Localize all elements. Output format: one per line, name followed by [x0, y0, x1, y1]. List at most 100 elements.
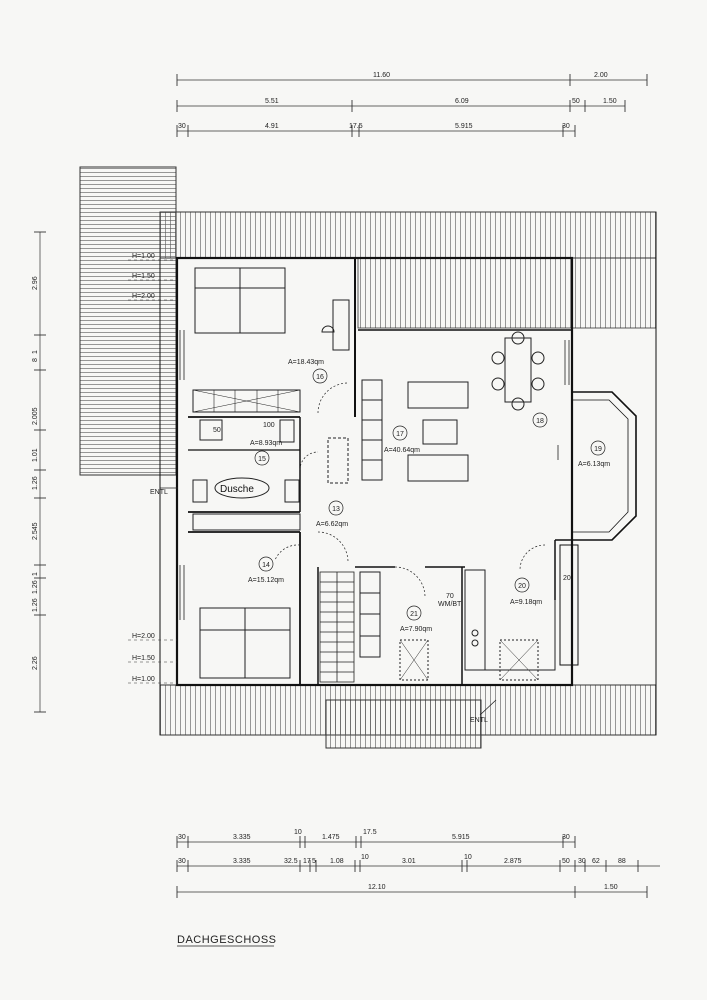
- room-17-number: 17: [396, 431, 404, 438]
- dim-bot-2i: 10: [464, 854, 472, 861]
- height-mark-6: H=1.00: [132, 676, 155, 683]
- room-21: 21 A=7.90qm: [400, 605, 432, 633]
- dusche-label: Dusche: [220, 484, 254, 495]
- tub-label: 100: [263, 422, 275, 429]
- entl-arrows: [160, 445, 559, 716]
- room-13-number: 13: [332, 506, 340, 513]
- room-15: A=8.93qm 15: [250, 440, 282, 466]
- entl-left-label: ENTL: [150, 489, 168, 496]
- fridge-sub-label: WM/BT: [438, 601, 462, 608]
- room-20: 20 A=9.18qm: [510, 577, 542, 606]
- dim-bot-2g: 10: [361, 854, 369, 861]
- room-19: 19 A=6.13qm: [578, 440, 610, 468]
- walls: [159, 212, 657, 735]
- room-16-area: A=18.43qm: [288, 359, 324, 366]
- room-14-area: A=15.12qm: [248, 577, 284, 584]
- dim-left-1: 2.96: [32, 276, 39, 290]
- dim-bot-2n: 88: [618, 858, 626, 865]
- dim-left-4: 2.005: [32, 407, 39, 425]
- bathroom-15-fixtures: [192, 419, 301, 531]
- bedroom-14-furniture: [199, 607, 291, 679]
- living-17-furniture: [327, 331, 545, 484]
- dim-bot-2b: 3.335: [233, 858, 251, 865]
- dim-left-3: 8: [32, 358, 39, 362]
- height-lines: [128, 259, 177, 684]
- room-17: 17 A=40.64qm: [384, 425, 420, 454]
- doors: [274, 382, 546, 598]
- room-15-number: 15: [258, 456, 266, 463]
- dim-bot-1g: 30: [562, 834, 570, 841]
- wash-label: 50: [213, 427, 221, 434]
- dim-bot-1c: 10: [294, 829, 302, 836]
- dim-bot-2e: 5: [312, 858, 316, 865]
- dim-bot-2m: 62: [592, 858, 600, 865]
- room-16-number: 16: [316, 374, 324, 381]
- room-17-area: A=40.64qm: [384, 447, 420, 454]
- top-dimensions: [176, 74, 648, 137]
- room-21-fixtures: [359, 571, 429, 681]
- dim-bot-3b: 1.50: [604, 884, 618, 891]
- room-21-area: A=7.90qm: [400, 626, 432, 633]
- room-21-number: 21: [410, 611, 418, 618]
- room-13-area: A=6.62qm: [316, 521, 348, 528]
- dim-left-10: 1.26: [32, 598, 39, 612]
- height-mark-3: H=2.00: [132, 293, 155, 300]
- top-roof-strip: [159, 211, 657, 259]
- height-mark-4: H=2.00: [132, 633, 155, 640]
- dim-bot-1a: 30: [178, 834, 186, 841]
- room-19-area: A=6.13qm: [578, 461, 610, 468]
- dim-top-2d: 1.50: [603, 98, 617, 105]
- drawing-title: DACHGESCHOSS: [177, 934, 277, 946]
- dim-top-3d: 5.915: [455, 123, 473, 130]
- dim-left-2: 1: [32, 350, 39, 354]
- room-14: 14 A=15.12qm: [248, 556, 284, 584]
- dim-top-3b: 4.91: [265, 123, 279, 130]
- room-15-area: A=8.93qm: [250, 440, 282, 447]
- bottom-dimensions: [176, 836, 660, 898]
- room-18: 18: [532, 412, 548, 428]
- room-13: 13 A=6.62qm: [316, 500, 348, 528]
- dim-bot-2l: 30: [578, 858, 586, 865]
- room-19-number: 19: [594, 446, 602, 453]
- dim-bot-2f: 1.08: [330, 858, 344, 865]
- dim-bot-1e: 17.5: [363, 829, 377, 836]
- dim-bot-1f: 5.915: [452, 834, 470, 841]
- bedroom-16-furniture: [192, 267, 350, 413]
- windows: [179, 330, 570, 620]
- dim-left-8: 1: [32, 572, 39, 576]
- dim-left-9: 1.26: [32, 580, 39, 594]
- dim-top-balcony: 2.00: [594, 72, 608, 79]
- dim-left-5: 1.01: [32, 448, 39, 462]
- room-16: A=18.43qm 16: [288, 359, 328, 384]
- bottom-balcony-roof: [325, 699, 482, 749]
- dim-bot-2a: 30: [178, 858, 186, 865]
- dim-top-2c: 50: [572, 98, 580, 105]
- dim-bot-2j: 2.875: [504, 858, 522, 865]
- left-dimensions: [34, 231, 46, 713]
- dim-bot-2k: 50: [562, 858, 570, 865]
- height-mark-5: H=1.50: [132, 655, 155, 662]
- dim-bot-2d: 17: [303, 858, 311, 865]
- height-mark-1: H=1.00: [132, 253, 155, 260]
- dim-top-total: 11.60: [373, 72, 390, 79]
- dim-top-3e: 30: [562, 123, 570, 130]
- dim-bot-1b: 3.335: [233, 834, 251, 841]
- fridge-label: 70: [446, 593, 454, 600]
- room-20-area: A=9.18qm: [510, 599, 542, 606]
- dim-bot-2c: 32.5: [284, 858, 298, 865]
- height-mark-2: H=1.50: [132, 273, 155, 280]
- dim-bot-2h: 3.01: [402, 858, 416, 865]
- dim-bot-3a: 12.10: [368, 884, 386, 891]
- room-14-number: 14: [262, 562, 270, 569]
- dim-left-6: 1.26: [32, 476, 39, 490]
- room-18-number: 18: [536, 418, 544, 425]
- kitchen-20-fixtures: [464, 569, 556, 681]
- top-right-roof: [357, 257, 657, 329]
- dim-bot-1d: 1.475: [322, 834, 340, 841]
- room-20-number: 20: [518, 583, 526, 590]
- hood-label: 20: [563, 575, 571, 582]
- dim-top-2a: 5.51: [265, 98, 279, 105]
- entl-right-label: ENTL: [470, 717, 488, 724]
- wardrobe-cross-16: [213, 390, 279, 412]
